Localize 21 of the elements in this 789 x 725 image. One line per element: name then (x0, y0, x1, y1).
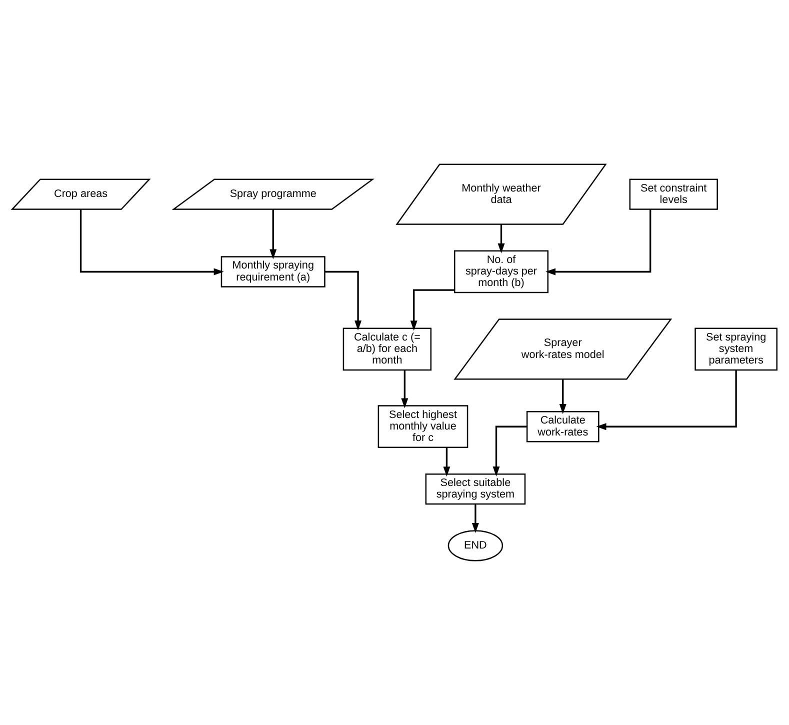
node-box: No. of spray-days per month (b) (454, 250, 548, 294)
node-box: Calculate work-rates (526, 411, 600, 442)
arrow (401, 370, 408, 408)
node-ellipse: END (448, 530, 504, 562)
arrow (492, 426, 527, 476)
node-box: Set constraint levels (629, 178, 718, 210)
arrow (498, 224, 505, 254)
arrow (443, 448, 450, 477)
arrow (80, 210, 224, 276)
node-box: Select suitable spraying system (425, 473, 526, 505)
node-box: Monthly spraying requirement (a) (220, 256, 326, 288)
node-box: Select highest monthly value for c (378, 405, 468, 448)
arrow (410, 289, 454, 331)
arrow (596, 370, 737, 430)
arrow (546, 210, 652, 276)
arrow (324, 270, 362, 331)
node-box: Set spraying system parameters (694, 328, 778, 371)
arrow (472, 504, 479, 533)
node-box: Calculate c (= a/b) for each month (342, 328, 432, 371)
arrow (270, 210, 277, 260)
arrow (559, 379, 566, 414)
